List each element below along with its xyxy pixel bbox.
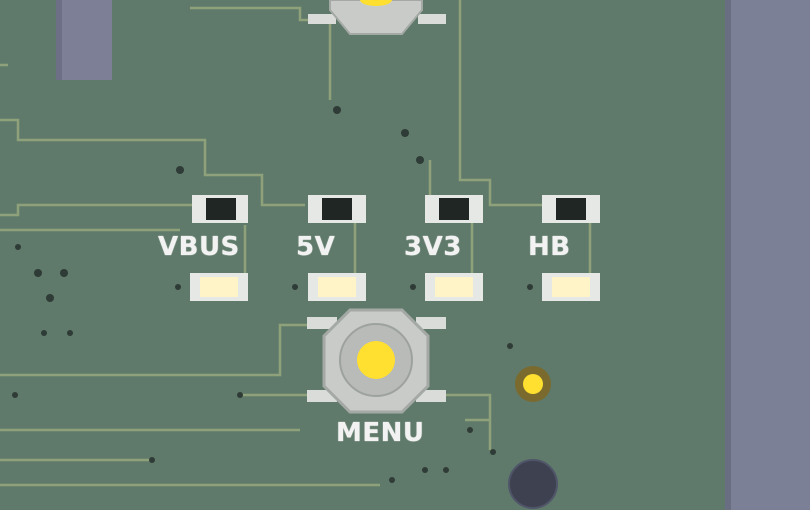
label-menu: MENU: [336, 418, 425, 448]
label-vbus: VBUS: [158, 232, 240, 262]
resistor-hb: [542, 273, 600, 301]
resistor-vbus: [190, 273, 248, 301]
label-5v: 5V: [296, 232, 336, 262]
led-3v3: [425, 195, 483, 223]
menu-button-cap[interactable]: [357, 341, 395, 379]
label-hb: HB: [528, 232, 571, 262]
led-5v: [308, 195, 366, 223]
resistor-5v: [308, 273, 366, 301]
menu-button[interactable]: [307, 308, 446, 414]
top-button[interactable]: [308, 0, 446, 35]
led-hb: [542, 195, 600, 223]
board-edge: [725, 0, 810, 510]
led-vbus: [192, 195, 248, 223]
vias: [12, 106, 533, 483]
resistor-3v3: [425, 273, 483, 301]
connector-block: [56, 0, 112, 80]
mounting-hole: [509, 460, 557, 508]
label-3v3: 3V3: [404, 232, 462, 262]
